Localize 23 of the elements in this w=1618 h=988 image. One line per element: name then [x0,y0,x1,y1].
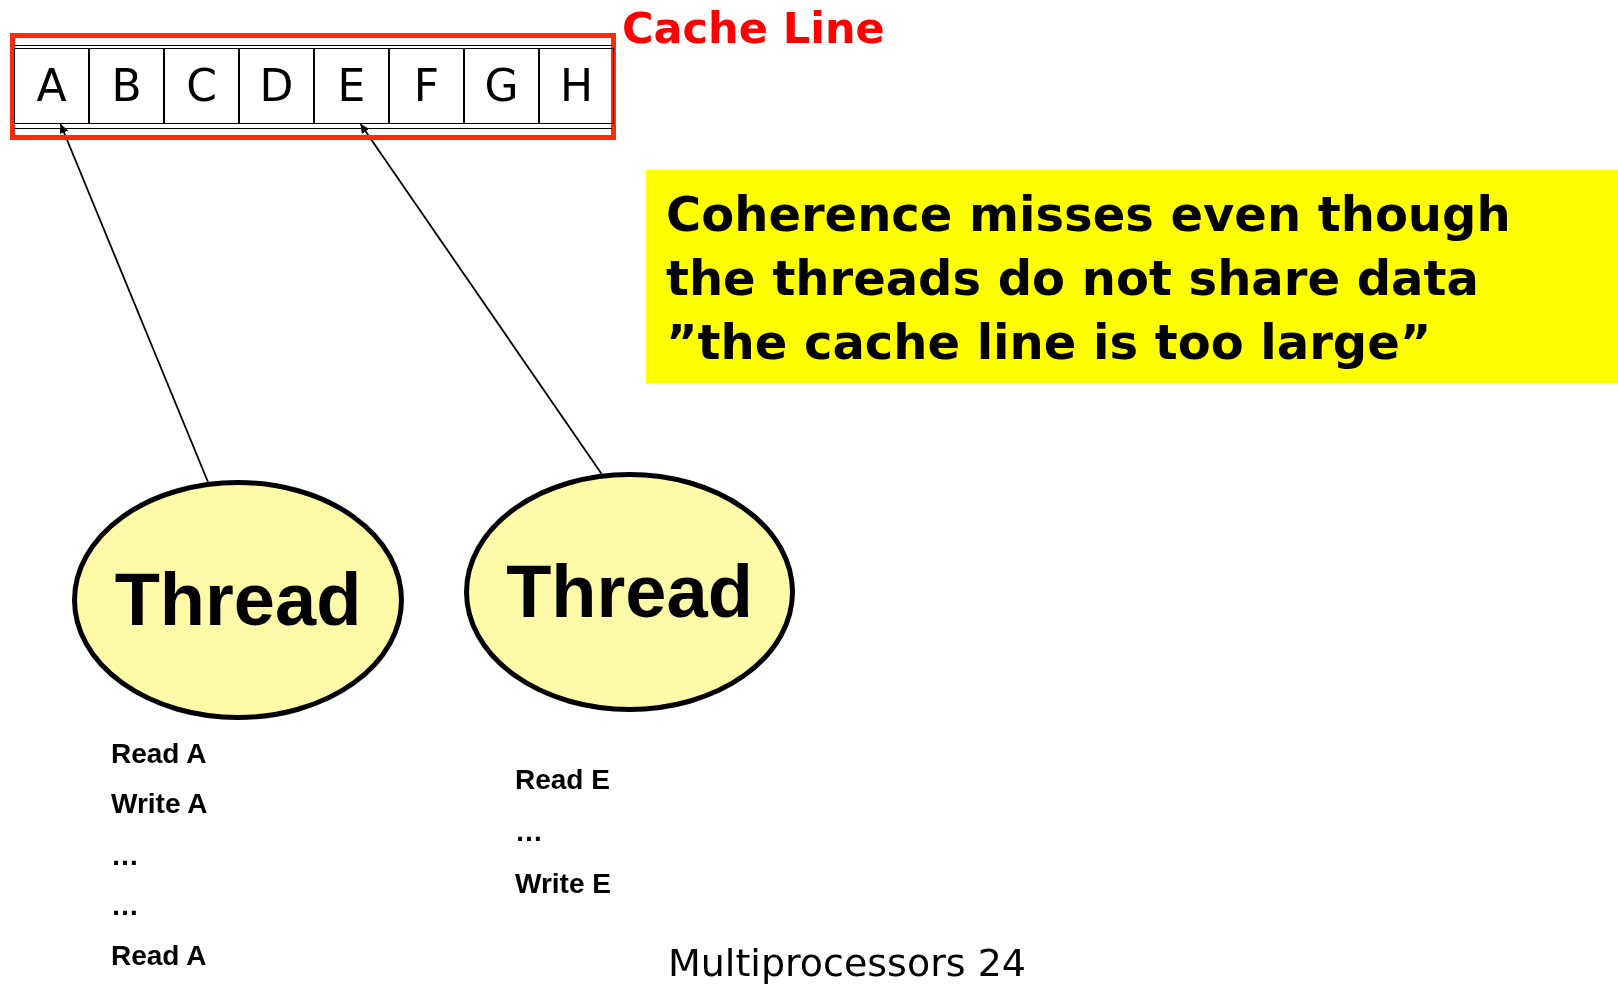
cache-cell: G [464,48,539,124]
cache-cell: B [89,48,164,124]
thread-ellipse: Thread [464,472,795,712]
cache-cell: E [314,48,389,124]
operation-text: Read A [111,942,207,970]
arrow [59,123,209,483]
operation-text: Read A [111,740,207,768]
cache-cell: H [539,48,614,124]
operation-text: Read E [515,766,610,794]
arrow [359,123,603,475]
operation-text: Write E [515,870,611,898]
operation-text: … [111,842,139,870]
cache-cell: C [164,48,239,124]
operation-text: … [515,818,543,846]
note-panel: Coherence misses even though the threads do not share data ”the cache line is too large” [646,170,1618,383]
cache-cell: D [239,48,314,124]
cache-cell: F [389,48,464,124]
slide-footer: Multiprocessors 24 [668,944,1026,982]
operation-text: Write A [111,790,208,818]
cache-cell: A [14,48,89,124]
operation-text: … [111,892,139,920]
thread-ellipse: Thread [72,480,404,720]
cache-line-title: Cache Line [622,7,885,50]
